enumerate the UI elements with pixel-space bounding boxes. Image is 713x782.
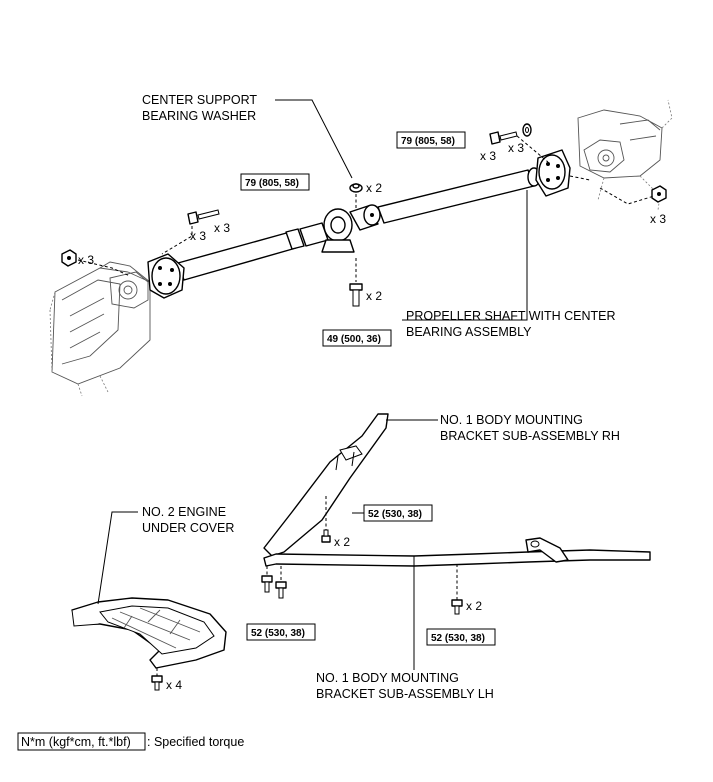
qty-rear-washer: x 3 (508, 141, 524, 155)
rear-nut (651, 185, 667, 203)
label-bracket-lh-2: BRACKET SUB-ASSEMBLY LH (316, 687, 494, 701)
qty-bracket-rh-bolt: x 2 (334, 535, 350, 549)
label-center-support-washer-2: BEARING WASHER (142, 109, 256, 123)
center-bearing-bolt (349, 283, 363, 307)
torque-value: 52 (530, 38) (251, 628, 305, 639)
torque-box-bracket-lh-left: 52 (530, 38) (246, 623, 316, 641)
torque-value: 49 (500, 36) (327, 334, 381, 345)
rear-flange (535, 149, 571, 197)
engine-under-cover (71, 597, 227, 669)
torque-box-bracket-lh-right: 52 (530, 38) (426, 628, 496, 646)
torque-value: 79 (805, 58) (401, 136, 455, 147)
rear-washer (522, 123, 532, 137)
torque-box-bracket-rh: 52 (530, 38) (363, 504, 433, 522)
legend-unit-box: N*m (kgf*cm, ft.*lbf) (21, 735, 131, 749)
label-propeller-shaft-1: PROPELLER SHAFT WITH CENTER (406, 309, 616, 323)
qty-center-bolt: x 2 (366, 289, 382, 303)
torque-value: 52 (530, 38) (368, 509, 422, 520)
torque-value: 52 (530, 38) (431, 633, 485, 644)
bracket-rh (263, 413, 389, 557)
qty-front-nut: x 3 (78, 253, 94, 267)
label-propeller-shaft-2: BEARING ASSEMBLY (406, 325, 532, 339)
torque-legend: N*m (kgf*cm, ft.*lbf) : Specified torque (17, 732, 244, 751)
center-support-washer (349, 183, 363, 193)
label-bracket-lh-1: NO. 1 BODY MOUNTING (316, 671, 459, 685)
torque-box-center-bearing: 49 (500, 36) (322, 329, 392, 347)
bracket-lh-bolt-left (261, 575, 273, 593)
label-engine-under-cover-2: UNDER COVER (142, 521, 234, 535)
qty-washer: x 2 (366, 181, 382, 195)
qty-rear-bolt: x 3 (480, 149, 496, 163)
qty-front-washer: x 3 (214, 221, 230, 235)
torque-box-rear-flange: 79 (805, 58) (396, 131, 466, 149)
differential-sketch (577, 99, 673, 211)
label-center-support-washer-1: CENTER SUPPORT (142, 93, 257, 107)
bracket-lh-bolt-middle (275, 581, 287, 599)
legend-description: : Specified torque (147, 735, 244, 749)
qty-rear-nut: x 3 (650, 212, 666, 226)
front-flange-bolt (187, 209, 220, 225)
propeller-shaft (177, 167, 541, 281)
torque-box-front-flange: 79 (805, 58) (240, 173, 310, 191)
cover-bolt (151, 675, 163, 691)
qty-front-bolt: x 3 (190, 229, 206, 243)
front-nut (61, 249, 77, 267)
bracket-lh-bolt-right (451, 599, 463, 615)
transmission-sketch (49, 261, 151, 397)
torque-value: 79 (805, 58) (245, 178, 299, 189)
front-flange (147, 253, 185, 299)
bracket-lh (263, 537, 651, 567)
rear-flange-bolt (489, 131, 518, 145)
label-engine-under-cover-1: NO. 2 ENGINE (142, 505, 226, 519)
qty-bracket-lh-bolt: x 2 (466, 599, 482, 613)
label-bracket-rh-2: BRACKET SUB-ASSEMBLY RH (440, 429, 620, 443)
qty-cover-bolt: x 4 (166, 678, 182, 692)
label-bracket-rh-1: NO. 1 BODY MOUNTING (440, 413, 583, 427)
bracket-rh-bolt (321, 529, 331, 543)
